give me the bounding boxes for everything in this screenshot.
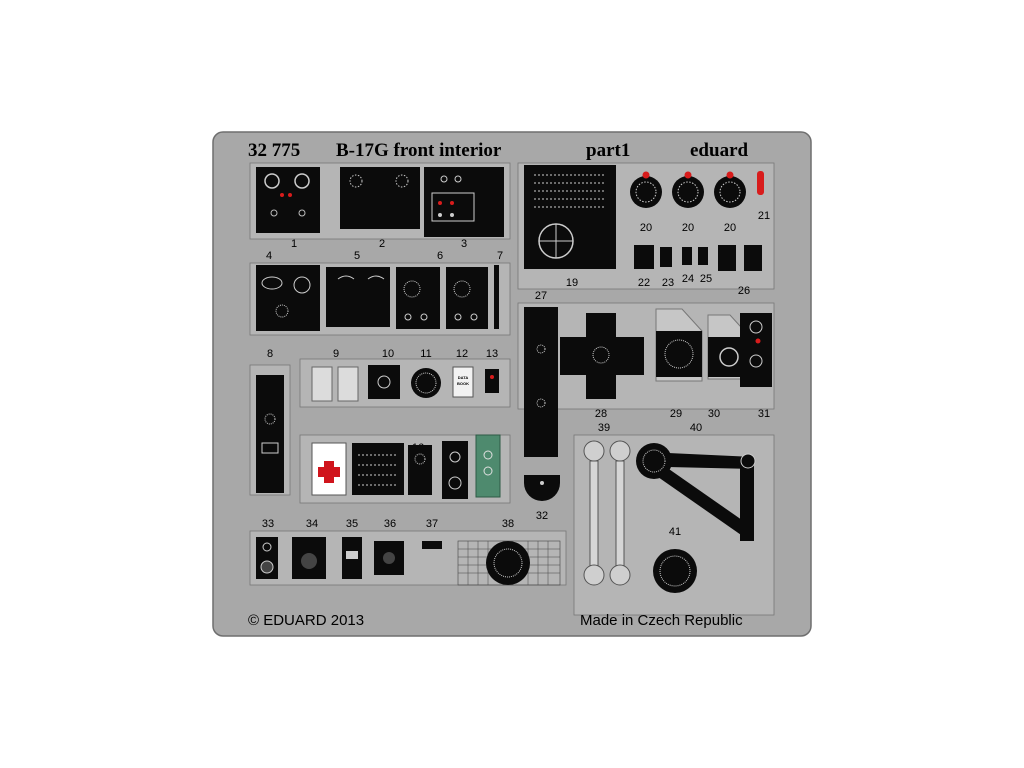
set-number: 32 775 — [248, 140, 300, 161]
label-part-31: 31 — [758, 408, 770, 420]
part-27-strip — [524, 307, 558, 457]
part-7-strip — [494, 265, 499, 329]
part-39a-pull-handle — [583, 440, 605, 586]
part-label: part1 — [586, 140, 630, 161]
part-32-half-dial — [524, 475, 560, 501]
label-part-19: 19 — [566, 277, 578, 289]
part-20c-gauge — [714, 171, 746, 208]
part-25-panel — [698, 247, 708, 265]
label-part-20b: 20 — [682, 222, 694, 234]
label-part-36: 36 — [384, 518, 396, 530]
part-10-panel — [368, 365, 400, 399]
data-book-text-2: BOOK — [457, 381, 469, 386]
part-9a-plate — [311, 366, 333, 402]
label-part-1: 1 — [291, 238, 297, 250]
label-part-25: 25 — [700, 273, 712, 285]
part-22-panel — [634, 245, 654, 269]
part-31-panel — [740, 313, 772, 387]
part-16-panel — [408, 445, 432, 495]
part-21-red-handle — [757, 171, 764, 195]
label-part-8: 8 — [267, 348, 273, 360]
label-part-29: 29 — [670, 408, 682, 420]
part-26b-panel — [744, 245, 762, 271]
part-12-data-book: DATA BOOK — [452, 366, 474, 398]
part-2-panel — [340, 167, 420, 229]
label-part-26: 26 — [738, 285, 750, 297]
part-6b-panel — [446, 267, 488, 329]
part-35-panel — [342, 537, 362, 579]
label-part-38: 38 — [502, 518, 514, 530]
label-part-33: 33 — [262, 518, 274, 530]
part-17-panel — [442, 441, 468, 499]
part-1-panel — [256, 167, 320, 233]
brand-logo: eduard — [690, 140, 749, 161]
label-part-4: 4 — [266, 250, 272, 262]
label-part-39: 39 — [598, 422, 610, 434]
label-part-5: 5 — [354, 250, 360, 262]
carrier-row3 — [299, 358, 511, 408]
label-part-40: 40 — [690, 422, 702, 434]
part-11-gauge — [411, 368, 441, 398]
part-23-panel — [660, 247, 672, 267]
part-8-panel — [256, 375, 284, 493]
label-part-7: 7 — [497, 250, 503, 262]
label-part-30: 30 — [708, 408, 720, 420]
label-part-13: 13 — [486, 348, 498, 360]
part-15-panel — [352, 443, 404, 495]
label-part-27: 27 — [535, 290, 547, 302]
set-title: B-17G front interior — [336, 140, 502, 161]
part-34-panel — [292, 537, 326, 579]
part-40-arm-bracket — [636, 443, 756, 541]
part-4-panel — [256, 265, 320, 331]
label-part-32: 32 — [536, 510, 548, 522]
label-part-23: 23 — [662, 277, 674, 289]
part-5-panel — [326, 267, 390, 327]
part-3-panel — [424, 167, 504, 237]
label-part-6: 6 — [437, 250, 443, 262]
part-29-gauge-panel — [655, 308, 703, 382]
part-24-panel — [682, 247, 692, 265]
label-part-10: 10 — [382, 348, 394, 360]
part-20a-gauge — [630, 171, 662, 208]
origin-text: Made in Czech Republic — [580, 612, 743, 629]
label-part-20a: 20 — [640, 222, 652, 234]
part-13-panel — [485, 369, 499, 393]
part-19-panel — [524, 165, 616, 269]
part-38-mesh-grille — [457, 540, 561, 586]
part-36-panel — [374, 541, 404, 575]
part-28-cross-panel — [560, 313, 644, 399]
label-part-37: 37 — [426, 518, 438, 530]
copyright-text: © EDUARD 2013 — [248, 612, 364, 629]
part-37-strip — [422, 541, 442, 549]
part-9b-plate — [337, 366, 359, 402]
part-33-panel — [256, 537, 278, 579]
part-6-panel — [396, 267, 440, 329]
label-part-12: 12 — [456, 348, 468, 360]
label-part-2: 2 — [379, 238, 385, 250]
label-part-41: 41 — [669, 526, 681, 538]
label-part-9: 9 — [333, 348, 339, 360]
part-14-first-aid-plate — [311, 442, 347, 496]
label-part-3: 3 — [461, 238, 467, 250]
label-part-11: 11 — [420, 348, 431, 360]
label-part-24: 24 — [682, 273, 694, 285]
part-20b-gauge — [672, 171, 704, 208]
photo-etch-fret: 32 775 B-17G front interior part1 eduard… — [212, 131, 812, 637]
label-part-34: 34 — [306, 518, 318, 530]
part-41-gauge — [653, 549, 697, 593]
part-26a-panel — [718, 245, 736, 271]
label-part-28: 28 — [595, 408, 607, 420]
label-part-22: 22 — [638, 277, 650, 289]
data-book-text-1: DATA — [458, 375, 469, 380]
label-part-21: 21 — [758, 210, 770, 222]
part-39b-pull-handle — [609, 440, 631, 586]
part-18-green-panel — [475, 434, 501, 498]
label-part-35: 35 — [346, 518, 358, 530]
label-part-20c: 20 — [724, 222, 736, 234]
